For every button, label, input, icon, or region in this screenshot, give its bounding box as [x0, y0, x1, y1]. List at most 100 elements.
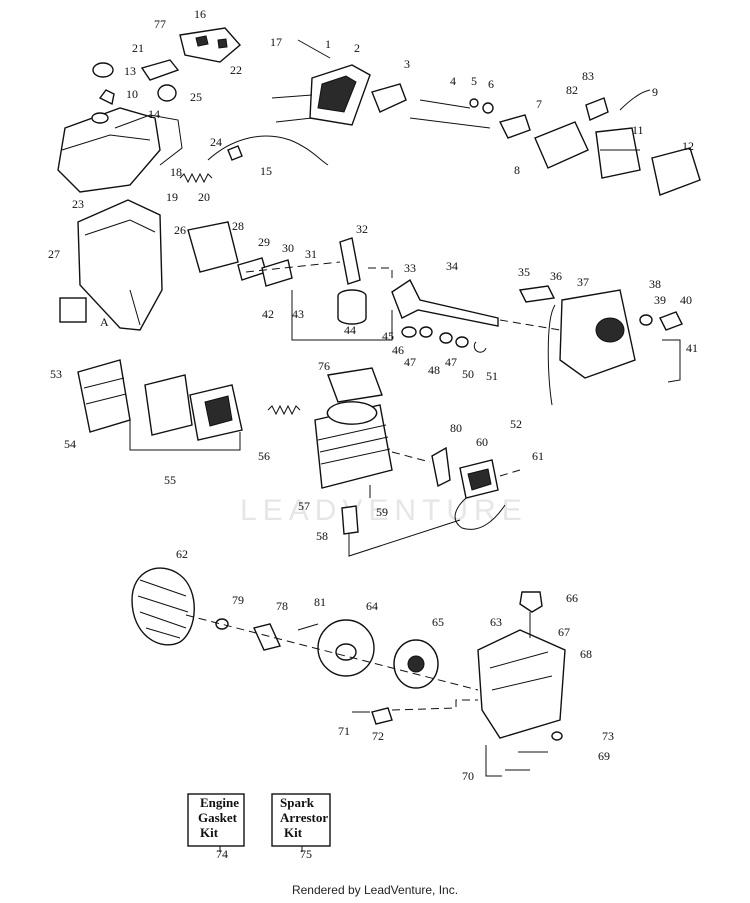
callout-7: 7: [536, 97, 542, 111]
callout-32: 32: [356, 222, 368, 236]
callout-48: 48: [428, 363, 440, 377]
starter-handle-66: [519, 591, 543, 613]
spark-screen: [498, 114, 531, 139]
engine-gasket-kit-line3: Kit: [200, 825, 219, 840]
cable: [207, 135, 329, 166]
intake-block: [595, 127, 641, 179]
callout-2: 2: [354, 41, 360, 55]
throttle-bracket: [179, 27, 241, 63]
callout-25: 25: [190, 90, 202, 104]
callout-A: A: [100, 315, 109, 329]
muffler-group: [271, 39, 701, 196]
fuel-cap: [92, 62, 114, 78]
callout-71: 71: [338, 724, 350, 738]
callout-29: 29: [258, 235, 270, 249]
callout-17: 17: [270, 35, 282, 49]
callout-28: 28: [232, 219, 244, 233]
gasket-8: [534, 121, 589, 169]
carburetor-group: [77, 359, 301, 451]
callout-57: 57: [298, 499, 310, 513]
spark-arrestor-kit-line1: Spark: [280, 795, 315, 810]
callout-6: 6: [488, 77, 494, 91]
screw-81: [297, 623, 319, 631]
callout-36: 36: [550, 269, 562, 283]
callout-10: 10: [126, 87, 138, 101]
callout-15: 15: [260, 164, 272, 178]
callout-33: 33: [404, 261, 416, 275]
callout-19: 19: [166, 190, 178, 204]
callout-labels: 1 2 3 4 5 6 7 8 9 10 11 12 13 14 15 16 1…: [48, 7, 698, 861]
callout-18: 18: [170, 165, 182, 179]
callout-47: 47: [404, 355, 416, 369]
plate-30: [261, 259, 293, 287]
gasket-12: [651, 147, 701, 196]
callout-27: 27: [48, 247, 60, 261]
callout-41: 41: [686, 341, 698, 355]
callout-83: 83: [582, 69, 594, 83]
nut-39: [639, 314, 653, 326]
tube-9: [619, 89, 651, 111]
callout-73: 73: [602, 729, 614, 743]
sleeve-78: [253, 623, 281, 651]
spark-arrestor-kit-line2: Arrestor: [280, 810, 328, 825]
callout-77: 77: [154, 17, 166, 31]
callout-40: 40: [680, 293, 692, 307]
air-filter-cover: [77, 199, 163, 331]
spark-plug: [341, 505, 359, 535]
callout-12: 12: [682, 139, 694, 153]
spark-arrestor-kit-line3: Kit: [284, 825, 303, 840]
callout-63: 63: [490, 615, 502, 629]
callout-53: 53: [50, 367, 62, 381]
bracket-3: [371, 83, 407, 113]
callout-50: 50: [462, 367, 474, 381]
gasket-76: [327, 367, 383, 403]
callout-42: 42: [262, 307, 274, 321]
callout-35: 35: [518, 265, 530, 279]
callout-56: 56: [258, 449, 270, 463]
crankshaft: [391, 278, 499, 327]
callout-75: 75: [300, 847, 312, 861]
callout-3: 3: [404, 57, 410, 71]
engine-gasket-kit-line1: Engine: [200, 795, 239, 810]
engine-gasket-kit-line2: Gasket: [198, 810, 238, 825]
decal-A: [59, 297, 87, 323]
callout-37: 37: [577, 275, 589, 289]
callout-23: 23: [72, 197, 84, 211]
callout-70: 70: [462, 769, 474, 783]
fuel-pickup: [140, 59, 180, 81]
callout-5: 5: [471, 74, 477, 88]
watermark-text: LEADVENTURE: [240, 494, 528, 527]
washer-79: [215, 618, 229, 630]
lever-82: [585, 97, 609, 121]
callout-31: 31: [305, 247, 317, 261]
air-filter-cover-group: [59, 199, 163, 331]
spring-20: [179, 172, 213, 184]
callout-67: 67: [558, 625, 570, 639]
callout-47b: 47: [445, 355, 457, 369]
callout-46: 46: [392, 343, 404, 357]
callout-61: 61: [532, 449, 544, 463]
callout-34: 34: [446, 259, 458, 273]
callout-51: 51: [486, 369, 498, 383]
callout-60: 60: [476, 435, 488, 449]
callout-66: 66: [566, 591, 578, 605]
callout-79: 79: [232, 593, 244, 607]
crankshaft-group: [187, 221, 683, 406]
callout-78: 78: [276, 599, 288, 613]
callout-76: 76: [318, 359, 330, 373]
footer-credit: Rendered by LeadVenture, Inc.: [291, 883, 459, 897]
callout-39: 39: [654, 293, 666, 307]
bolt-long: [409, 117, 491, 129]
callout-22: 22: [230, 63, 242, 77]
callout-55: 55: [164, 473, 176, 487]
gasket-28: [187, 221, 239, 273]
flywheel-group: [131, 567, 566, 777]
callout-21: 21: [132, 41, 144, 55]
pin-35: [518, 285, 556, 303]
washer-45: [401, 326, 417, 338]
cable-end: [227, 145, 243, 161]
spring-56: [267, 404, 301, 416]
clip-72: [371, 707, 393, 725]
tank-handle: [114, 114, 183, 166]
callout-81: 81: [314, 595, 326, 609]
